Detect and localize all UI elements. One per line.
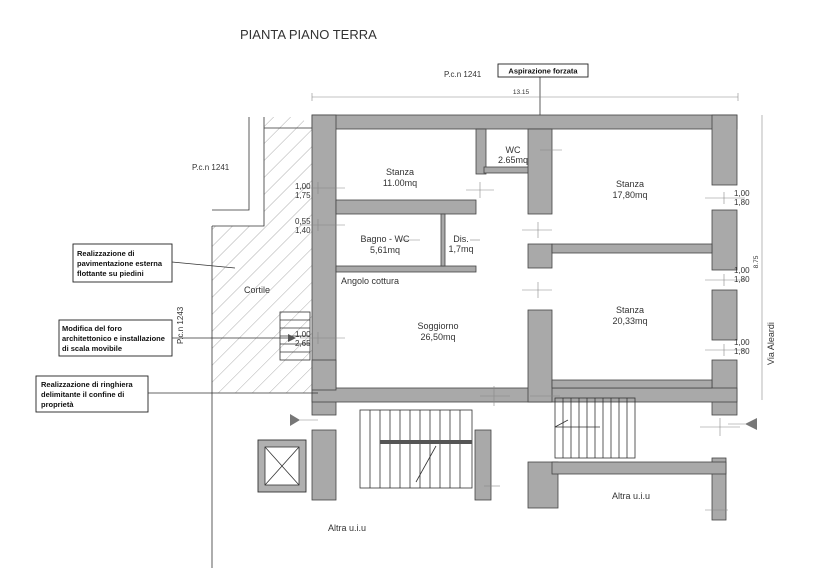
courtyard-boundary-outer [212, 117, 250, 211]
svg-text:pavimentazione esterna: pavimentazione esterna [77, 259, 163, 268]
opening-e1-height: 1,80 [734, 198, 750, 207]
room-dis-area: 1,7mq [448, 244, 473, 254]
note-ringhiera: Realizzazione di ringhiera delimitante i… [35, 375, 318, 568]
opening-w3-width: 1,00 [295, 330, 311, 339]
room-bagno-name: Bagno - WC [360, 234, 410, 244]
svg-text:Realizzazione di: Realizzazione di [77, 249, 135, 258]
parcel-label-side: P.c.n 1243 [176, 306, 185, 344]
room-stanza-ne-area: 17,80mq [612, 190, 647, 200]
room-stanza-ne-name: Stanza [616, 179, 644, 189]
svg-text:delimitante il confine di: delimitante il confine di [41, 390, 124, 399]
stair-lower-right [554, 397, 636, 459]
svg-text:proprietà: proprietà [41, 400, 74, 409]
opening-e3-height: 1,80 [734, 347, 750, 356]
room-soggiorno-name: Soggiorno [417, 321, 458, 331]
room-dis-name: Dis. [453, 234, 469, 244]
entrance-arrow-left [290, 414, 300, 426]
room-altra-uiu-east: Altra u.i.u [612, 491, 650, 501]
dimension-depth-label: 8.75 [753, 255, 760, 268]
opening-w2-height: 1,40 [295, 226, 311, 235]
room-altra-uiu-south: Altra u.i.u [328, 523, 366, 533]
room-angolo-cottura: Angolo cottura [341, 276, 399, 286]
opening-w1-height: 1,75 [295, 191, 311, 200]
room-stanza-e-name: Stanza [616, 305, 644, 315]
parcel-label-left: P.c.n 1241 [192, 163, 230, 172]
opening-e2-width: 1,00 [734, 266, 750, 275]
street-label: Via Aleardi [766, 322, 776, 365]
room-wc-area: 2.65mq [498, 155, 528, 165]
svg-text:architettonico e installazione: architettonico e installazione [62, 334, 165, 343]
courtyard-label: Cortile [244, 285, 270, 295]
svg-text:Realizzazione di ringhiera: Realizzazione di ringhiera [41, 380, 134, 389]
note-scala-movibile: Modifica del foro architettonico e insta… [58, 319, 296, 357]
opening-marks [300, 149, 745, 511]
opening-w3-height: 2,65 [295, 339, 311, 348]
room-wc-name: WC [506, 145, 521, 155]
movable-stair [279, 311, 311, 361]
room-stanza-nw-area: 11.00mq [383, 178, 417, 188]
note-pavimentazione: Realizzazione di pavimentazione esterna … [72, 243, 236, 283]
aspirazione-label: Aspirazione forzata [508, 67, 578, 76]
parcel-label-top: P.c.n 1241 [444, 70, 482, 79]
opening-e3-width: 1,00 [734, 338, 750, 347]
opening-w1-width: 1,00 [295, 182, 311, 191]
walls [311, 114, 738, 521]
room-stanza-e-area: 20,33mq [612, 316, 647, 326]
courtyard-boundary-inner [212, 117, 265, 227]
aspirazione-box [497, 63, 589, 78]
opening-e1-width: 1,00 [734, 189, 750, 198]
dimension-width-label: 13.15 [513, 89, 530, 96]
room-bagno-area: 5,61mq [370, 245, 400, 255]
courtyard-hatch [212, 117, 312, 393]
room-stanza-nw-name: Stanza [386, 167, 414, 177]
page-title: PIANTA PIANO TERRA [240, 27, 377, 42]
opening-w2-width: 0,55 [295, 217, 311, 226]
svg-text:di scala movibile: di scala movibile [62, 344, 122, 353]
opening-e2-height: 1,80 [734, 275, 750, 284]
svg-text:Modifica del foro: Modifica del foro [62, 324, 122, 333]
entrance-arrow-right [745, 418, 757, 430]
stair-lower-left [359, 409, 473, 489]
svg-text:flottante su piedini: flottante su piedini [77, 269, 144, 278]
room-soggiorno-area: 26,50mq [420, 332, 455, 342]
